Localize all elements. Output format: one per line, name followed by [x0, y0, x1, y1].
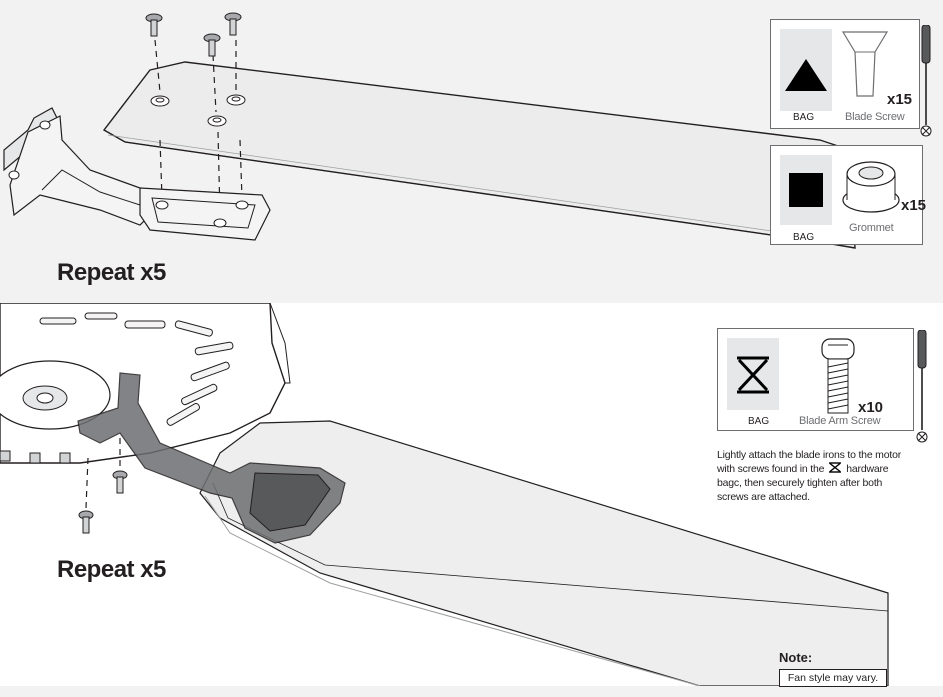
square-icon [789, 173, 823, 207]
part-name: Blade Screw [845, 111, 905, 123]
instruction-line: Lightly attach the blade irons to the mo… [717, 449, 902, 461]
instruction-text: with screws found in the [717, 463, 825, 475]
step-panel-blade-arm-attach [0, 303, 943, 697]
hardware-callout-grommet: BAG x15 Grommet [770, 145, 927, 245]
hardware-callout-blade-arm-screw: BAG x10 Blade Arm Screw [717, 328, 914, 431]
grommet-icon [842, 161, 900, 213]
assembly-instruction: Lightly attach the blade irons to the mo… [717, 448, 917, 504]
hardware-callout-blade-screw: BAG x15 Blade Screw [770, 19, 920, 129]
page-footer-strip [0, 686, 943, 697]
triangle-icon [785, 59, 827, 91]
blade-mounting-illustration [3, 12, 856, 249]
blade-arm-screw-icon [821, 338, 855, 414]
hourglass-icon [829, 462, 842, 473]
note-title: Note: [779, 650, 813, 665]
quantity-label: x15 [901, 197, 927, 214]
blade-arm [77, 372, 346, 544]
bag-label: BAG [793, 232, 815, 243]
quantity-label: x15 [887, 91, 913, 108]
hardware-bag-icon [727, 338, 779, 410]
blade-arm-attach-illustration [0, 303, 889, 687]
repeat-label: Repeat x5 [57, 259, 166, 286]
blade-iron [3, 107, 271, 241]
note-text: Fan style may vary. [779, 669, 887, 687]
instruction-line: with screws found in the hardware [717, 462, 917, 476]
blade-grommet-holes [150, 94, 246, 127]
screwdriver-icon [916, 330, 928, 443]
bag-label: BAG [748, 416, 770, 427]
arm-screws [78, 438, 128, 534]
screwdriver-icon [920, 25, 932, 137]
blade-screw-icon [841, 31, 889, 97]
hourglass-icon [737, 356, 769, 394]
part-name: Grommet [849, 222, 894, 234]
fan-blade [102, 61, 856, 249]
instruction-text: hardware [846, 463, 889, 475]
instruction-line: bagc, then securely tighten after both [717, 477, 883, 489]
quantity-label: x10 [858, 399, 884, 416]
instruction-line: screws are attached. [717, 491, 810, 503]
repeat-label: Repeat x5 [57, 556, 166, 583]
bag-label: BAG [793, 112, 815, 123]
blade-screws [145, 12, 242, 57]
hardware-bag-icon [780, 29, 832, 111]
fan-motor [0, 303, 291, 464]
part-name: Blade Arm Screw [799, 415, 881, 427]
hardware-bag-icon [780, 155, 832, 225]
